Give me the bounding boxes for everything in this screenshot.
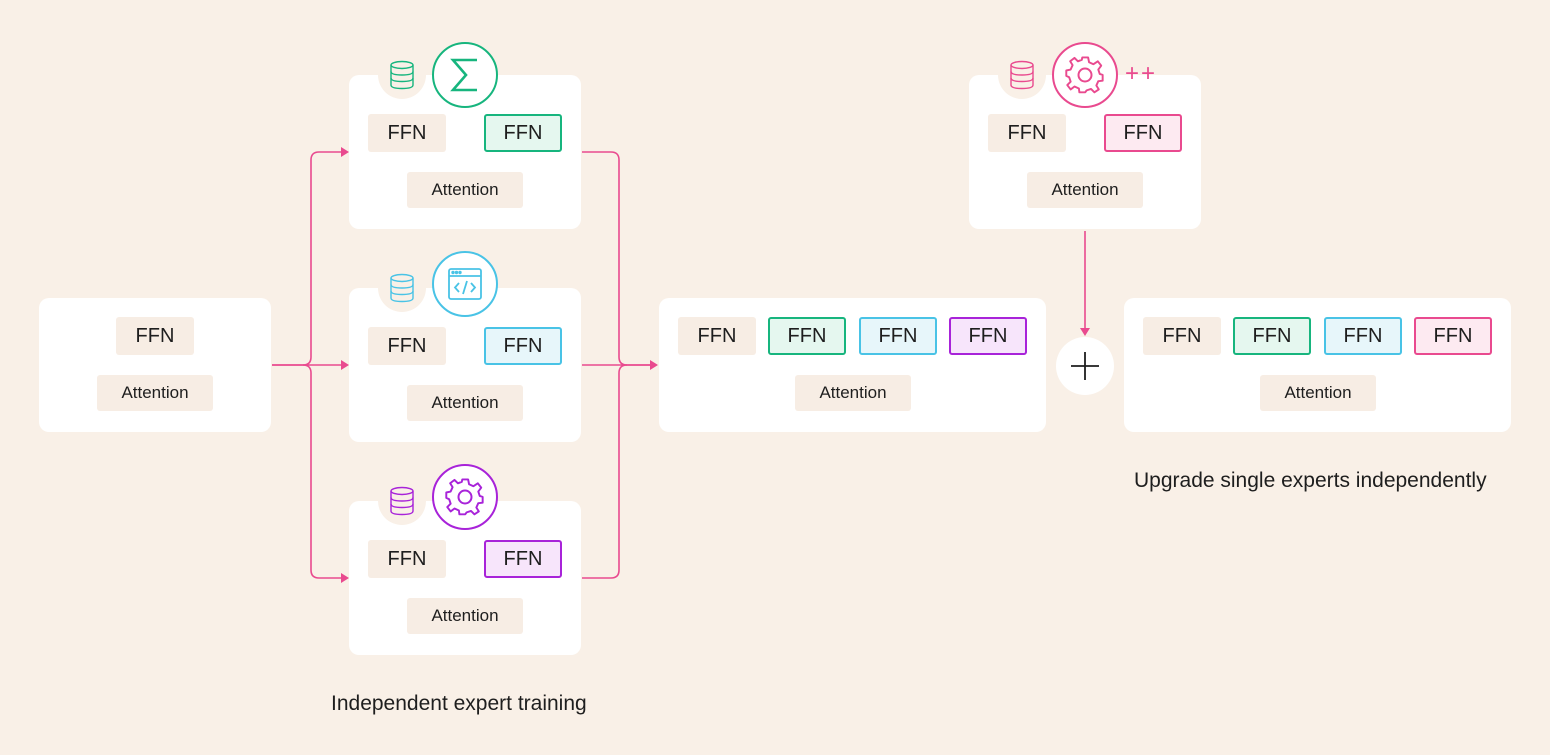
- expert-general-ffn-shared: FFN: [368, 540, 446, 578]
- database-icon: [378, 51, 426, 99]
- final-ffn-code: FFN: [1324, 317, 1402, 355]
- database-icon: [378, 264, 426, 312]
- merged-model-card: FFN FFN FFN FFN Attention: [659, 298, 1046, 432]
- merged-ffn-math: FFN: [768, 317, 846, 355]
- database-icon: [998, 51, 1046, 99]
- base-ffn: FFN: [116, 317, 194, 355]
- training-caption: Independent expert training: [331, 692, 587, 715]
- expert-card-code: FFN FFN Attention: [349, 288, 581, 442]
- upgraded-expert-card: FFN FFN Attention: [969, 75, 1201, 229]
- base-attention: Attention: [97, 375, 213, 411]
- gear-icon: [432, 464, 498, 530]
- final-ffn-upgraded: FFN: [1414, 317, 1492, 355]
- merged-ffn-code: FFN: [859, 317, 937, 355]
- merged-attention: Attention: [795, 375, 911, 411]
- merged-ffn-shared: FFN: [678, 317, 756, 355]
- upgraded-attention: Attention: [1027, 172, 1143, 208]
- expert-math-ffn: FFN: [484, 114, 562, 152]
- final-attention: Attention: [1260, 375, 1376, 411]
- gear-icon: [1052, 42, 1118, 108]
- upgrade-caption: Upgrade single experts independently: [1134, 469, 1487, 492]
- plus-icon: [1056, 337, 1114, 395]
- sigma-icon: [432, 42, 498, 108]
- expert-math-ffn-shared: FFN: [368, 114, 446, 152]
- merged-ffn-general: FFN: [949, 317, 1027, 355]
- upgraded-ffn-shared: FFN: [988, 114, 1066, 152]
- database-icon: [378, 477, 426, 525]
- expert-code-attention: Attention: [407, 385, 523, 421]
- upgrade-badge: ++: [1125, 60, 1158, 87]
- expert-general-ffn: FFN: [484, 540, 562, 578]
- upgraded-ffn: FFN: [1104, 114, 1182, 152]
- expert-code-ffn: FFN: [484, 327, 562, 365]
- expert-math-attention: Attention: [407, 172, 523, 208]
- base-model-card: FFN Attention: [39, 298, 271, 432]
- expert-code-ffn-shared: FFN: [368, 327, 446, 365]
- final-ffn-math: FFN: [1233, 317, 1311, 355]
- final-ffn-shared: FFN: [1143, 317, 1221, 355]
- final-model-card: FFN FFN FFN FFN Attention: [1124, 298, 1511, 432]
- expert-general-attention: Attention: [407, 598, 523, 634]
- code-window-icon: [432, 251, 498, 317]
